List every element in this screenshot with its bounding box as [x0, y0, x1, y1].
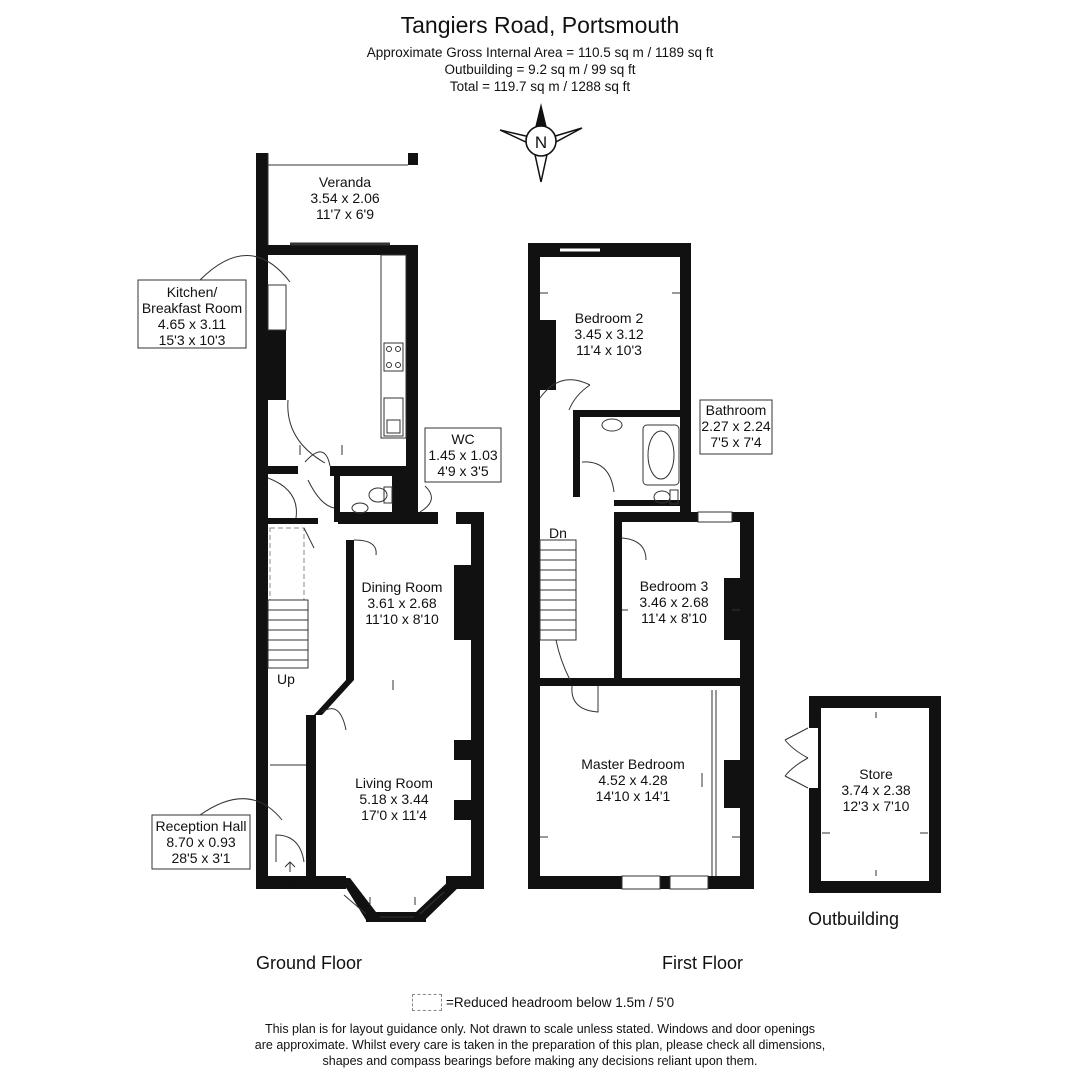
ground-floor-fixtures — [199, 153, 445, 918]
disclaimer-line-1: This plan is for layout guidance only. N… — [264, 1022, 816, 1036]
stairs-down-label: Dn — [549, 525, 567, 541]
disclaimer-line-2: are approximate. Whilst every care is ta… — [254, 1038, 826, 1052]
disclaimer: This plan is for layout guidance only. N… — [0, 1021, 1080, 1069]
disclaimer-line-3: shapes and compass bearings before makin… — [322, 1054, 758, 1068]
living-metric: 5.18 x 3.44 — [359, 791, 428, 807]
store-metric: 3.74 x 2.38 — [841, 782, 910, 798]
first-floor-plan — [528, 243, 754, 889]
dashed-swatch-icon — [412, 994, 442, 1011]
master-name: Master Bedroom — [581, 756, 684, 772]
ground-floor-plan — [256, 153, 484, 922]
bedroom3-metric: 3.46 x 2.68 — [639, 594, 708, 610]
plan-title: Tangiers Road, Portsmouth — [400, 12, 680, 38]
outbuilding-area-text: Outbuilding = 9.2 sq m / 99 sq ft — [444, 62, 636, 77]
stairs-up-label: Up — [277, 671, 295, 687]
master-metric: 4.52 x 4.28 — [598, 772, 667, 788]
total-area-text: Total = 119.7 sq m / 1288 sq ft — [449, 79, 631, 94]
legend-text: =Reduced headroom below 1.5m / 5'0 — [446, 995, 675, 1010]
dining-name: Dining Room — [362, 579, 443, 595]
kitchen-metric: 4.65 x 3.11 — [158, 316, 226, 332]
first-floor-label: First Floor — [662, 953, 743, 973]
living-imperial: 17'0 x 11'4 — [361, 807, 427, 823]
headroom-legend: =Reduced headroom below 1.5m / 5'0 — [412, 994, 674, 1011]
bathroom-metric: 2.27 x 2.24 — [701, 418, 770, 434]
outbuilding-label: Outbuilding — [808, 909, 900, 929]
bedroom3-imperial: 11'4 x 8'10 — [641, 610, 707, 626]
compass-icon: N — [499, 103, 583, 183]
store-imperial: 12'3 x 7'10 — [843, 798, 910, 814]
entry-label: IN — [283, 876, 297, 892]
living-name: Living Room — [355, 775, 433, 791]
wc-metric: 1.45 x 1.03 — [428, 447, 497, 463]
first-floor-fixtures — [539, 248, 740, 890]
kitchen-imperial: 15'3 x 10'3 — [159, 332, 226, 348]
reception-imperial: 28'5 x 3'1 — [171, 850, 230, 866]
dining-metric: 3.61 x 2.68 — [367, 595, 436, 611]
wc-label-box — [424, 427, 502, 483]
bedroom3-name: Bedroom 3 — [640, 578, 709, 594]
bathroom-imperial: 7'5 x 7'4 — [710, 434, 761, 450]
reception-name: Reception Hall — [155, 818, 246, 834]
reception-metric: 8.70 x 0.93 — [166, 834, 235, 850]
bedroom2-name: Bedroom 2 — [575, 310, 644, 326]
dining-imperial: 11'10 x 8'10 — [365, 611, 439, 627]
master-imperial: 14'10 x 14'1 — [596, 788, 671, 804]
kitchen-label-box — [137, 279, 247, 349]
bedroom2-metric: 3.45 x 3.12 — [574, 326, 643, 342]
bathroom-label-box — [699, 399, 773, 455]
kitchen-name: Kitchen/ — [167, 284, 218, 300]
bathroom-name: Bathroom — [706, 402, 767, 418]
wc-imperial: 4'9 x 3'5 — [437, 463, 488, 479]
veranda-imperial: 11'7 x 6'9 — [316, 206, 374, 222]
store-name: Store — [859, 766, 893, 782]
compass-north-label: N — [535, 133, 547, 152]
veranda-metric: 3.54 x 2.06 — [310, 190, 379, 206]
bedroom2-imperial: 11'4 x 10'3 — [576, 342, 642, 358]
kitchen-name-2: Breakfast Room — [142, 300, 242, 316]
veranda-name: Veranda — [319, 174, 371, 190]
gross-area-text: Approximate Gross Internal Area = 110.5 … — [366, 45, 714, 60]
wc-name: WC — [451, 431, 474, 447]
ground-floor-label: Ground Floor — [256, 953, 363, 973]
outbuilding-plan — [784, 696, 941, 893]
reception-label-box — [151, 814, 251, 870]
